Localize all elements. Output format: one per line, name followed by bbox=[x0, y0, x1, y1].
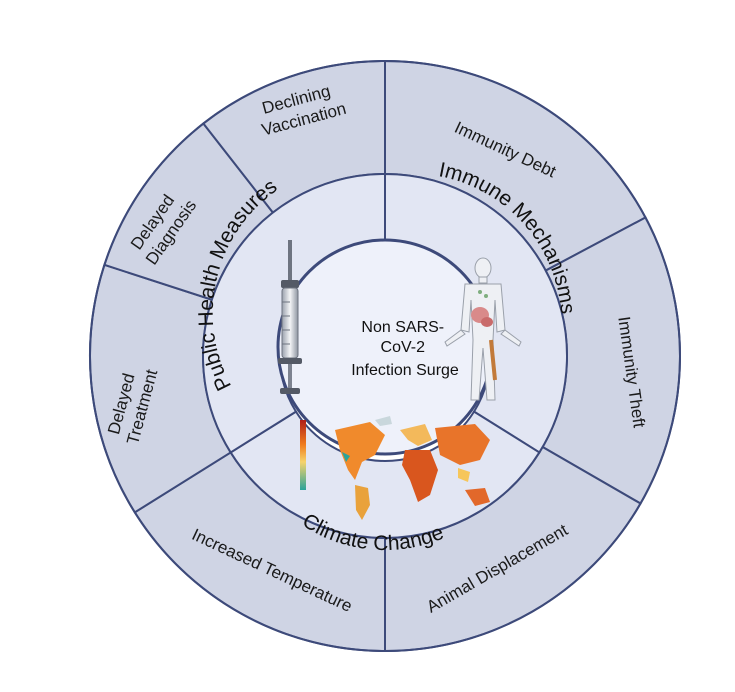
center-label: Non SARS- CoV-2 Infection Surge bbox=[351, 319, 459, 379]
center-line-2: CoV-2 bbox=[381, 339, 426, 356]
outer-ring-border bbox=[89, 60, 681, 652]
syringe-icon bbox=[278, 240, 302, 394]
human-body-icon bbox=[444, 257, 522, 401]
declining-vaccination-label: Declining Vaccination bbox=[254, 79, 348, 140]
center-line-1: Non SARS- bbox=[361, 319, 444, 336]
center-line-3: Infection Surge bbox=[351, 362, 459, 379]
world-temperature-map-icon bbox=[300, 416, 490, 520]
